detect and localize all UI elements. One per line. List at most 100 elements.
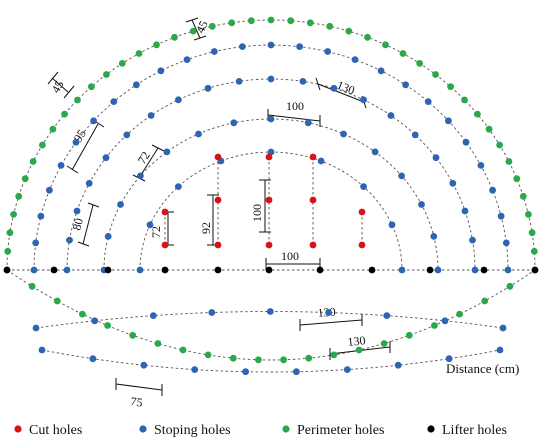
perimeter-hole <box>345 27 353 35</box>
perimeter-hole <box>456 310 463 318</box>
stoping-hole <box>497 212 505 220</box>
stoping-hole <box>204 84 212 92</box>
stoping-hole <box>383 312 391 319</box>
perimeter-hole <box>153 41 160 49</box>
perimeter-hole <box>189 27 197 35</box>
stoping-hole <box>296 43 303 50</box>
stoping-hole <box>195 130 202 138</box>
perimeter-hole <box>528 229 536 237</box>
stoping-hole <box>89 355 97 363</box>
stoping-hole <box>267 115 275 123</box>
holes-layer <box>3 16 539 376</box>
legend-label: Stoping holes <box>154 423 231 438</box>
legend-item-stoping: Stoping holes <box>139 423 231 438</box>
perimeter-hole <box>204 351 212 359</box>
perimeter-hole <box>364 33 371 41</box>
dim-130-arc-label: 130 <box>335 78 357 98</box>
stoping-hole <box>441 317 449 325</box>
stoping-hole <box>434 266 442 274</box>
stoping-hole <box>402 81 409 89</box>
lifter-hole <box>50 266 58 274</box>
perimeter-hole <box>461 96 468 104</box>
stoping-hole <box>317 157 325 165</box>
stoping-hole <box>411 131 419 139</box>
axis-label: Distance (cm) <box>446 361 519 376</box>
cut-hole <box>214 196 222 204</box>
stoping-hole <box>30 266 38 274</box>
lifter-hole <box>426 266 434 274</box>
stoping-hole <box>230 119 238 127</box>
perimeter-hole <box>21 175 29 183</box>
stoping-hole <box>149 312 157 319</box>
perimeter-hole <box>39 141 46 149</box>
stoping-hole <box>340 130 347 138</box>
dim-45-left-line <box>47 71 75 99</box>
bottom-perimeter-guide <box>6 269 536 361</box>
perimeter-hole <box>431 322 438 329</box>
perimeter-hole <box>506 282 514 290</box>
stoping-hole <box>324 48 332 55</box>
perimeter-hole <box>179 346 187 354</box>
perimeter-hole <box>287 17 295 25</box>
perimeter-hole <box>306 19 314 27</box>
dim-72-cut-line <box>162 211 174 246</box>
green-dot-icon <box>282 425 290 433</box>
cut-hole <box>309 153 317 161</box>
stoping-arc-guide-3 <box>103 118 439 271</box>
dim-92-label: 92 <box>199 222 213 234</box>
lifter-hole <box>480 266 488 274</box>
stoping-hole <box>90 117 97 125</box>
stoping-hole <box>299 78 307 85</box>
stoping-hole <box>445 355 453 363</box>
perimeter-hole <box>474 110 481 118</box>
dim-100-vert-line <box>259 179 271 233</box>
stoping-hole <box>266 308 274 315</box>
stoping-hole <box>137 172 144 180</box>
stoping-hole <box>210 48 218 55</box>
stoping-hole <box>360 183 367 191</box>
perimeter-hole <box>74 96 81 104</box>
stoping-hole <box>477 162 485 169</box>
perimeter-hole <box>229 354 237 362</box>
stoping-hole <box>46 186 53 194</box>
stoping-hole <box>267 75 275 83</box>
stoping-hole <box>183 56 191 63</box>
stoping-hole <box>325 309 332 316</box>
dim-72-cut-label: 72 <box>149 226 163 238</box>
dim-130-low2-label: 130 <box>347 333 366 349</box>
perimeter-hole <box>129 331 137 339</box>
stoping-hole <box>462 138 470 146</box>
stoping-hole <box>102 154 110 162</box>
stoping-hole <box>73 207 81 215</box>
stoping-hole <box>175 183 182 191</box>
lifter-hole <box>104 266 112 274</box>
stoping-hole <box>63 266 71 274</box>
stoping-hole <box>330 84 338 92</box>
black-dot-icon <box>427 425 435 433</box>
dim-75-line <box>115 378 163 396</box>
perimeter-hole <box>355 346 363 354</box>
stoping-hole <box>394 361 402 369</box>
stoping-hole <box>504 266 512 274</box>
stoping-hole <box>163 148 171 156</box>
perimeter-hole <box>380 340 388 347</box>
stoping-hole <box>140 361 148 369</box>
perimeter-hole <box>513 175 521 183</box>
stoping-hole <box>146 221 154 229</box>
perimeter-hole <box>28 282 36 290</box>
perimeter-hole <box>496 141 503 149</box>
lifter-hole <box>531 266 539 274</box>
stoping-hole <box>418 201 425 208</box>
stoping-hole <box>360 96 367 104</box>
perimeter-hole <box>485 125 493 133</box>
stoping-hole <box>191 366 199 373</box>
lifter-hole <box>368 266 376 274</box>
stoping-hole <box>104 233 112 240</box>
stoping-hole <box>242 368 250 376</box>
dim-72-arc-label: 72 <box>135 149 153 167</box>
stoping-hole <box>388 221 396 229</box>
perimeter-hole <box>247 17 255 25</box>
dim-130-low1-line <box>299 314 363 331</box>
stoping-hole <box>110 98 118 105</box>
perimeter-hole <box>208 22 216 30</box>
